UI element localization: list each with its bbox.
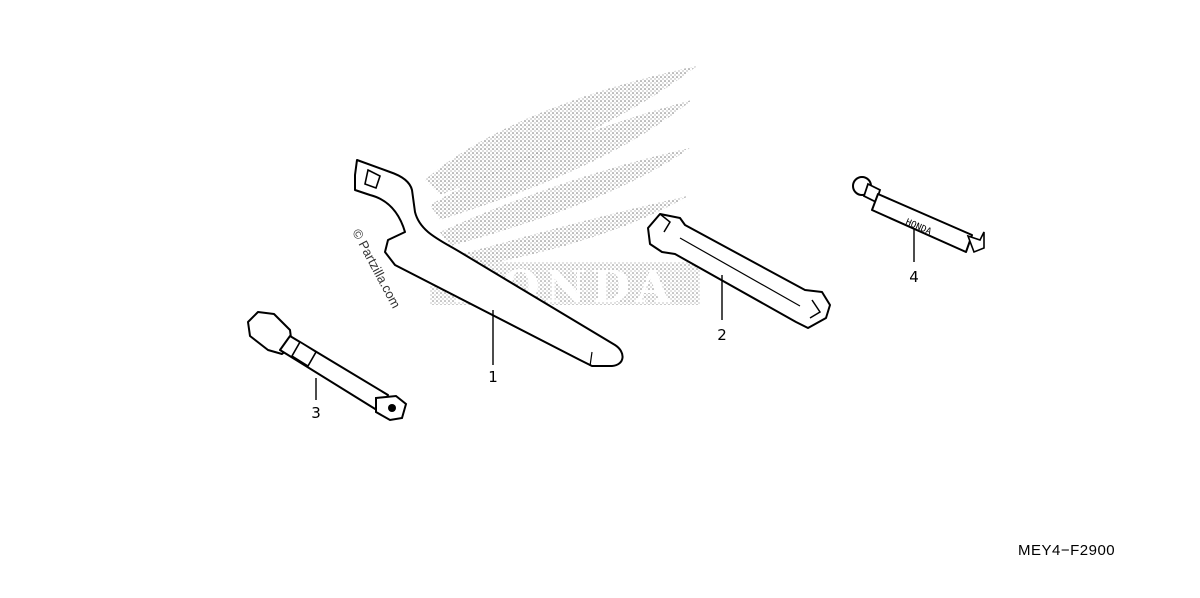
callout-1: 1: [488, 368, 498, 386]
part-2-open-wrench: 2: [647, 213, 831, 344]
part-3-extension-bar: 3: [247, 311, 408, 422]
spanner-edge-line: [394, 264, 581, 361]
callout-2: 2: [717, 326, 727, 344]
spanner-body: [354, 159, 624, 367]
wing-feather: [440, 148, 690, 246]
spanner-hook-notch: [364, 168, 381, 190]
part-1-pin-spanner: 1: [354, 159, 624, 386]
wrench-jaw-right: [809, 299, 822, 319]
diagram-reference-code: MEY4−F2900: [1018, 542, 1116, 559]
screwdriver-tip: [966, 231, 985, 254]
wing-feather: [430, 100, 692, 220]
wrench-center-line: [679, 237, 801, 307]
extension-collar: [290, 340, 318, 368]
wing-feather: [448, 196, 688, 270]
wing-feather: [425, 66, 697, 195]
extension-socket-hole: [388, 404, 396, 412]
spanner-edge-line: [589, 351, 593, 367]
screwdriver-handle: [871, 193, 973, 253]
wrench-jaw-left: [659, 213, 671, 233]
callout-4: 4: [909, 268, 919, 286]
part-4-screwdriver: HONDA 4: [852, 176, 985, 286]
callout-3: 3: [311, 404, 321, 422]
